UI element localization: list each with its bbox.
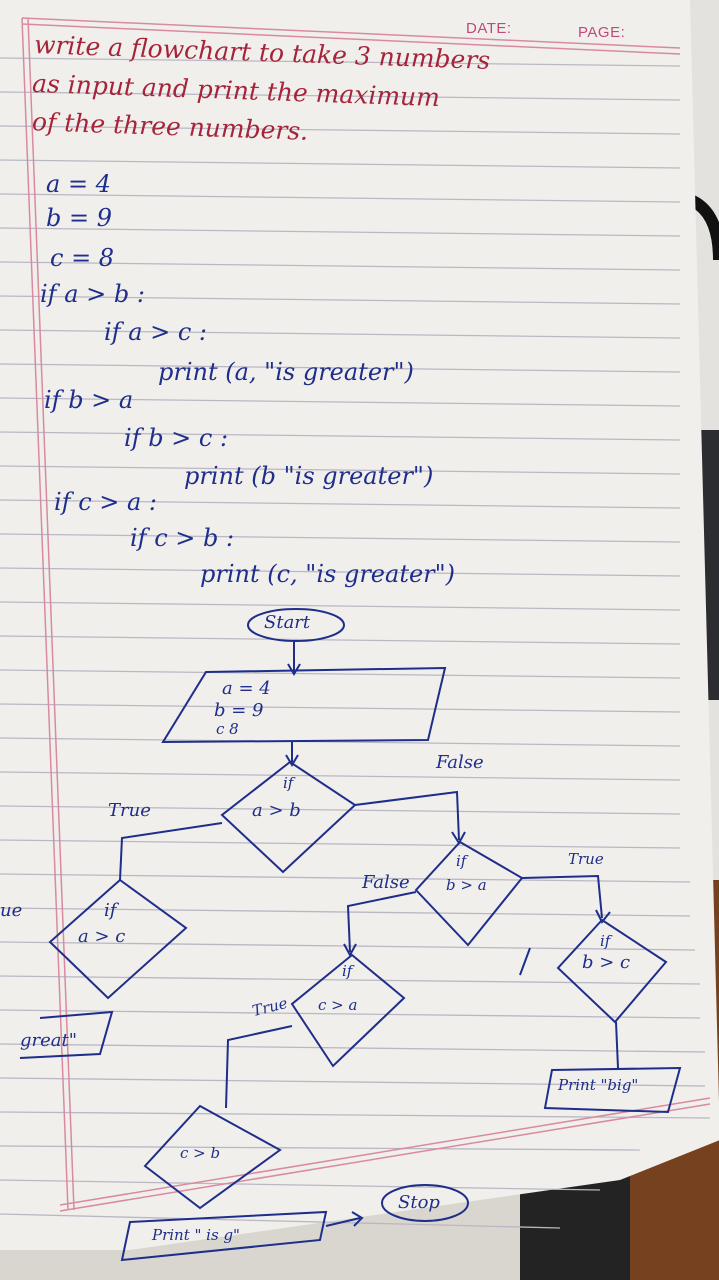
code-line-9: print (c, "is greater") <box>200 560 456 588</box>
code-line-8: if c > b : <box>130 524 235 552</box>
d3-if: if <box>104 900 117 921</box>
code-b: b = 9 <box>46 204 112 232</box>
d3-cond: a > c <box>78 926 126 947</box>
code-line-4: if b > a <box>44 386 134 414</box>
print-b-label: Print "big" <box>558 1076 639 1094</box>
input-a: a = 4 <box>222 678 271 699</box>
d4-cond: b > c <box>582 952 631 973</box>
code-line-3: print (a, "is greater") <box>158 358 414 386</box>
start-label: Start <box>264 612 311 633</box>
d5-if: if <box>342 962 353 980</box>
code-line-6: print (b "is greater") <box>184 462 434 490</box>
true-label-1: True <box>108 800 151 821</box>
d5-cond: c > a <box>318 996 358 1014</box>
input-b: b = 9 <box>214 700 264 721</box>
d1-cond: a > b <box>252 800 301 821</box>
input-parallelogram <box>161 666 447 744</box>
code-line-2: if a > c : <box>104 318 208 346</box>
print-c-box <box>120 1210 328 1262</box>
code-line-1: if a > b : <box>40 280 145 308</box>
page-margins <box>21 17 711 1212</box>
notebook-page <box>0 0 719 1250</box>
true-label-2: True <box>568 850 604 868</box>
code-line-5: if b > c : <box>124 424 229 452</box>
stop-label: Stop <box>398 1192 440 1213</box>
page-label: PAGE: <box>578 24 626 41</box>
decision-b-gt-a <box>414 840 524 947</box>
date-label: DATE: <box>466 20 512 37</box>
print-a-label: great" <box>20 1030 78 1051</box>
print-c-label: Print " is g" <box>152 1226 240 1244</box>
d2-if: if <box>456 852 467 870</box>
start-terminal <box>247 608 345 642</box>
d1-if: if <box>283 774 294 792</box>
decision-b-gt-c <box>556 918 668 1024</box>
true-label-left: ue <box>0 900 23 921</box>
code-line-7: if c > a : <box>54 488 158 516</box>
print-a-box <box>19 1010 114 1059</box>
d2-cond: b > a <box>446 876 487 894</box>
input-c: c 8 <box>216 720 239 738</box>
false-label-1: False <box>436 752 484 773</box>
decision-c-gt-a <box>290 953 406 1068</box>
code-c: c = 8 <box>50 244 115 272</box>
d6-cond: c > b <box>180 1144 221 1162</box>
decision-a-gt-b <box>220 760 357 874</box>
stop-terminal <box>381 1184 469 1222</box>
decision-c-gt-b <box>143 1104 282 1210</box>
decision-a-gt-c <box>48 878 188 1000</box>
code-a: a = 4 <box>46 170 111 198</box>
d4-if: if <box>600 932 611 950</box>
print-b-box <box>543 1066 682 1114</box>
false-label-2: False <box>362 872 410 893</box>
flowchart-lines <box>19 608 682 1262</box>
